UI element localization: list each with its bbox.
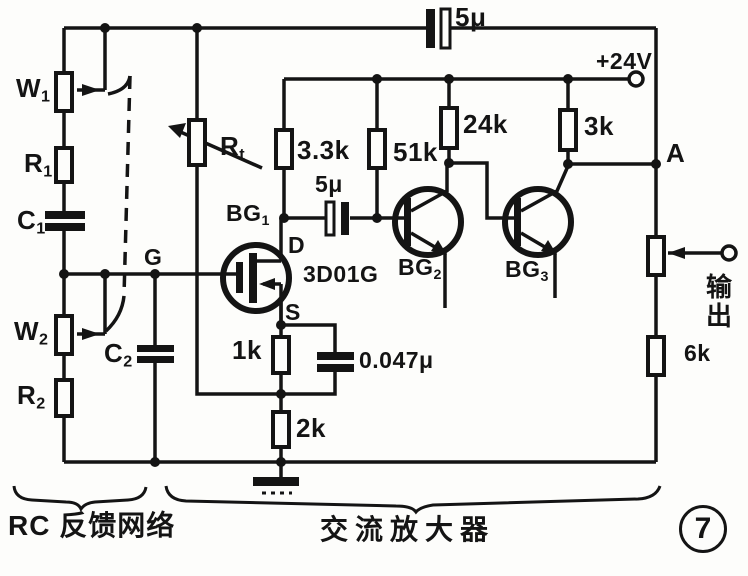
res-1k-value: 1k [232, 335, 262, 365]
c2-label: C2 [104, 338, 133, 371]
rt-arrowhead [168, 123, 186, 138]
supply-voltage-label: +24V [596, 48, 653, 74]
mosfet-bg1 [236, 218, 283, 325]
node-a-label: A [666, 138, 686, 168]
res-3k3-body [274, 128, 294, 170]
coupling-cap-5u [324, 200, 349, 237]
bg2-label: BG2 [398, 254, 442, 283]
coupling-cap-value: 5μ [315, 171, 343, 197]
output-wiper-arrowhead [668, 247, 685, 259]
cap-0047-value: 0.047μ [359, 347, 434, 373]
res-6k-body [646, 335, 666, 377]
resistor-bodies [54, 71, 666, 449]
right-section-brace [164, 485, 662, 515]
r1-resistor-body [54, 146, 74, 184]
w1-potentiometer-body [54, 71, 74, 113]
node-s-label: S [285, 299, 301, 325]
supply-terminal [627, 70, 645, 88]
capacitors [45, 7, 452, 372]
node-g-label: G [144, 244, 163, 270]
r2-label: R2 [17, 380, 46, 413]
rt-thermistor-body [187, 118, 207, 167]
res-6k-value: 6k [684, 340, 711, 366]
transistor-bg3 [514, 165, 570, 298]
res-3k3-value: 3.3k [297, 135, 350, 165]
res-1k-body [271, 335, 291, 375]
output-terminal [720, 244, 738, 262]
res-3k-value: 3k [584, 111, 614, 141]
section-label-ac-amplifier: 交流放大器 [320, 514, 496, 545]
figure-number: 7 [694, 512, 712, 545]
output-label: 输出 [706, 272, 733, 331]
c1-capacitor [45, 211, 85, 231]
transistor-bg2-circle [392, 186, 464, 258]
c2-capacitor [137, 345, 174, 363]
bg3-label: BG3 [505, 256, 549, 285]
res-51k-value: 51k [393, 137, 438, 167]
res-3k-body [558, 108, 578, 152]
w1-wiper-arrowhead [82, 84, 100, 96]
w2-wiper-arrowhead [82, 328, 100, 340]
transistor-bg2 [404, 163, 449, 308]
top-cap-value: 5μ [455, 2, 487, 32]
w2-potentiometer-body [54, 314, 74, 356]
w1-label: W1 [16, 73, 51, 106]
feedback-wire [64, 26, 658, 237]
bg1-model-label: 3D01G [303, 261, 379, 287]
node-d-label: D [288, 232, 306, 258]
rt-label: Rt [220, 131, 246, 164]
output-pot-body [646, 235, 666, 277]
left-section-brace [12, 485, 148, 513]
section-label-rc-network: RC 反馈网络 [8, 510, 176, 541]
top-feedback-cap-5u [426, 7, 452, 50]
junction-dots [59, 23, 661, 467]
res-2k-body [271, 410, 291, 449]
bg1-label: BG1 [226, 200, 270, 229]
rc-network-wires [62, 28, 240, 462]
section-braces [12, 485, 662, 515]
res-51k-body [367, 128, 387, 170]
res-24k-body [439, 106, 459, 150]
transistor-bg3-circle [502, 186, 574, 258]
r2-resistor-body [54, 378, 74, 418]
c1-label: C1 [17, 205, 46, 238]
res-24k-value: 24k [463, 109, 508, 139]
res-2k-value: 2k [296, 413, 326, 443]
ground-symbol [253, 462, 299, 495]
gang-coupling-dashed-line [104, 75, 132, 333]
r1-label: R1 [24, 148, 53, 181]
w2-label: W2 [14, 316, 49, 349]
figure-number-badge: 7 [679, 505, 727, 553]
bypass-cap-0047 [317, 352, 354, 372]
